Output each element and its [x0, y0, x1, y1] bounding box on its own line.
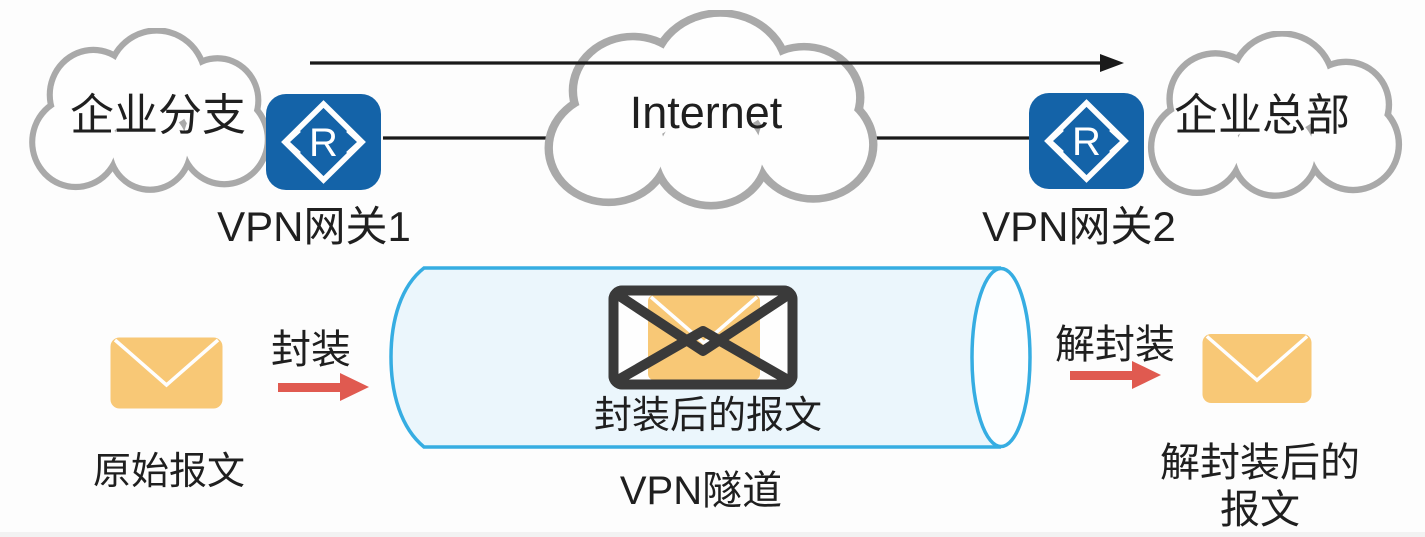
router-icon-gateway2: R — [1029, 93, 1144, 189]
encapsulate-arrow-icon — [278, 373, 369, 401]
decapsulated-packet-label: 解封装后的 报文 — [1150, 440, 1370, 534]
decapsulated-packet-label-line1: 解封装后的 — [1160, 441, 1360, 485]
decapsulate-label: 解封装 — [1055, 323, 1175, 367]
decapsulate-arrow-icon — [1070, 361, 1161, 389]
decapsulated-packet-label-line2: 报文 — [1220, 487, 1300, 532]
gateway1-label: VPN网关1 — [217, 203, 411, 250]
bottom-edge-strip — [0, 532, 1425, 537]
vpn-tunnel-label: VPN隧道 — [619, 469, 783, 513]
encapsulated-packet-envelope-icon — [608, 285, 798, 390]
encapsulated-packet-label: 封装后的报文 — [593, 395, 822, 437]
gateway2-label: VPN网关2 — [982, 203, 1176, 250]
decapsulated-packet-envelope-icon — [1202, 333, 1312, 404]
router-letter: R — [1072, 120, 1101, 164]
router-letter: R — [309, 121, 338, 165]
original-packet-envelope-icon — [110, 337, 223, 409]
router-icon-gateway1: R — [266, 94, 381, 190]
encapsulate-label: 封装 — [271, 328, 351, 372]
branch-cloud-label: 企业分支 — [70, 91, 246, 140]
hq-cloud-label: 企业总部 — [1174, 91, 1350, 140]
internet-cloud-label: Internet — [629, 87, 783, 138]
original-packet-label: 原始报文 — [92, 451, 245, 493]
